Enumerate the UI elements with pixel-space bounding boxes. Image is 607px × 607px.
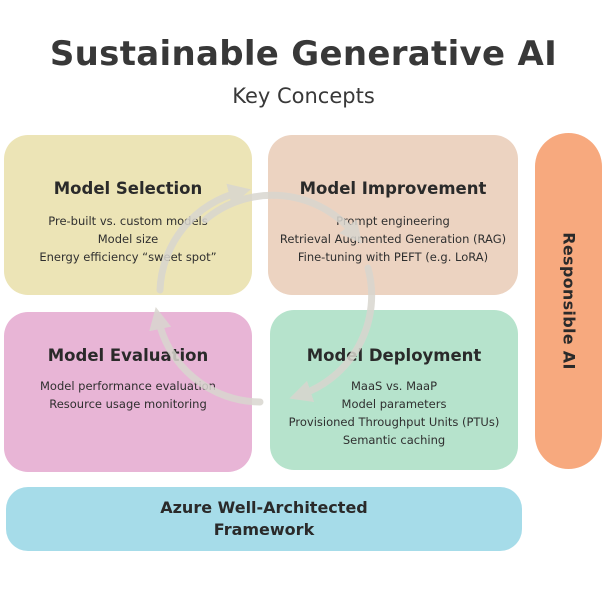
model-improvement-heading: Model Improvement: [299, 179, 487, 198]
list-item: Resource usage monitoring: [49, 397, 207, 411]
responsible-ai-bar: Responsible AI: [535, 133, 602, 469]
model-improvement-list: Prompt engineering Retrieval Augmented G…: [268, 212, 518, 266]
model-deployment-card: Model Deployment MaaS vs. MaaP Model par…: [270, 310, 518, 470]
azure-framework-label: Azure Well-Architected Framework: [160, 498, 368, 539]
model-evaluation-card: Model Evaluation Model performance evalu…: [4, 312, 252, 472]
list-item: Model size: [97, 232, 159, 246]
page-subtitle: Key Concepts: [232, 84, 375, 108]
list-item: Model parameters: [341, 397, 447, 411]
model-deployment-list: MaaS vs. MaaP Model parameters Provision…: [270, 377, 518, 449]
list-item: Retrieval Augmented Generation (RAG): [279, 232, 507, 246]
model-deployment-heading: Model Deployment: [306, 346, 482, 365]
list-item: Provisioned Throughput Units (PTUs): [288, 415, 500, 429]
list-item: Pre-built vs. custom models: [48, 214, 208, 228]
list-item: Semantic caching: [342, 433, 446, 447]
model-evaluation-list: Model performance evaluation Resource us…: [4, 377, 252, 413]
list-item: Prompt engineering: [336, 214, 450, 228]
page-title: Sustainable Generative AI: [49, 34, 558, 74]
responsible-ai-label: Responsible AI: [559, 232, 578, 370]
list-item: Fine-tuning with PEFT (e.g. LoRA): [297, 250, 489, 264]
model-selection-list: Pre-built vs. custom models Model size E…: [4, 212, 252, 266]
model-selection-card: Model Selection Pre-built vs. custom mod…: [4, 135, 252, 295]
list-item: MaaS vs. MaaP: [350, 379, 438, 393]
model-improvement-card: Model Improvement Prompt engineering Ret…: [268, 135, 518, 295]
model-selection-heading: Model Selection: [53, 179, 203, 198]
model-evaluation-heading: Model Evaluation: [47, 346, 209, 365]
list-item: Energy efficiency “sweet spot”: [39, 250, 217, 264]
list-item: Model performance evaluation: [40, 379, 216, 393]
azure-framework-bar: Azure Well-Architected Framework: [6, 487, 522, 551]
